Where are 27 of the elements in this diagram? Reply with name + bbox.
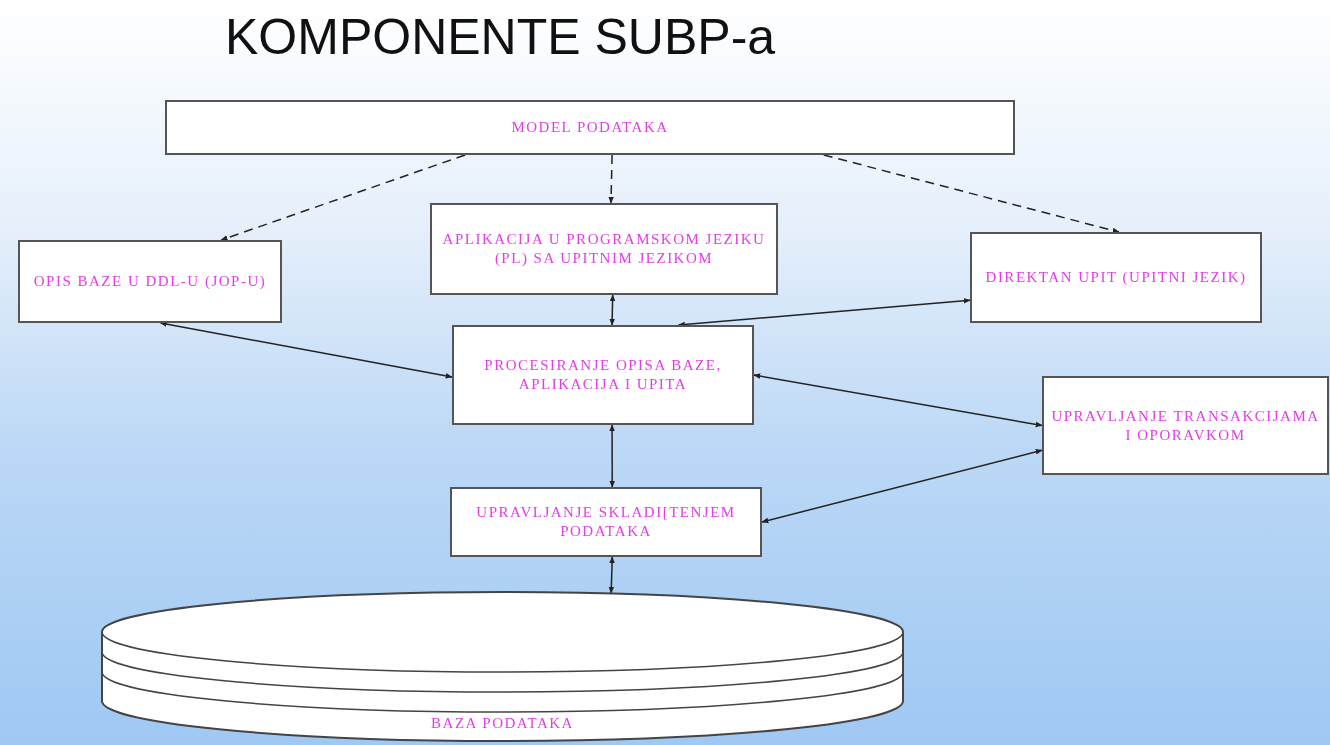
process-box — [165, 100, 1015, 155]
arrow — [609, 424, 615, 488]
diagram-title: KOMPONENTE SUBP-a — [225, 8, 776, 66]
process-box — [1042, 376, 1329, 475]
node-label: BAZA PODATAKA — [430, 714, 575, 733]
arrow — [609, 294, 616, 326]
process-box — [18, 240, 282, 323]
process-box — [450, 487, 762, 557]
node-label: PROCESIRANJE OPISA BAZE, APLIKACIJA I UPITA — [483, 356, 723, 394]
arrow — [823, 154, 1120, 234]
arrow — [761, 449, 1043, 524]
database-cylinder — [100, 590, 905, 743]
node-label: DIREKTAN UPIT (UPITNI JEZIK) — [984, 268, 1248, 287]
node-label: APLIKACIJA U PROGRAMSKOM JEZIKU (PL) SA UPITNIM JEZIKOM — [441, 230, 767, 268]
process-box — [452, 325, 754, 425]
arrow — [159, 321, 453, 379]
arrow — [220, 154, 466, 241]
process-box — [430, 203, 778, 295]
node-label: UPRAVLJANJE TRANSAKCIJAMA I OPORAVKOM — [1050, 406, 1321, 445]
arrow — [753, 373, 1043, 428]
node-label: UPRAVLJANJE SKLADI[TENJEM PODATAKA — [475, 503, 737, 541]
process-box — [970, 232, 1262, 323]
arrow — [608, 556, 615, 594]
node-label: MODEL PODATAKA — [510, 118, 670, 137]
arrow — [608, 154, 614, 204]
arrow — [677, 298, 971, 328]
node-label: OPIS BAZE U DDL-U (JOP-U) — [32, 272, 268, 291]
